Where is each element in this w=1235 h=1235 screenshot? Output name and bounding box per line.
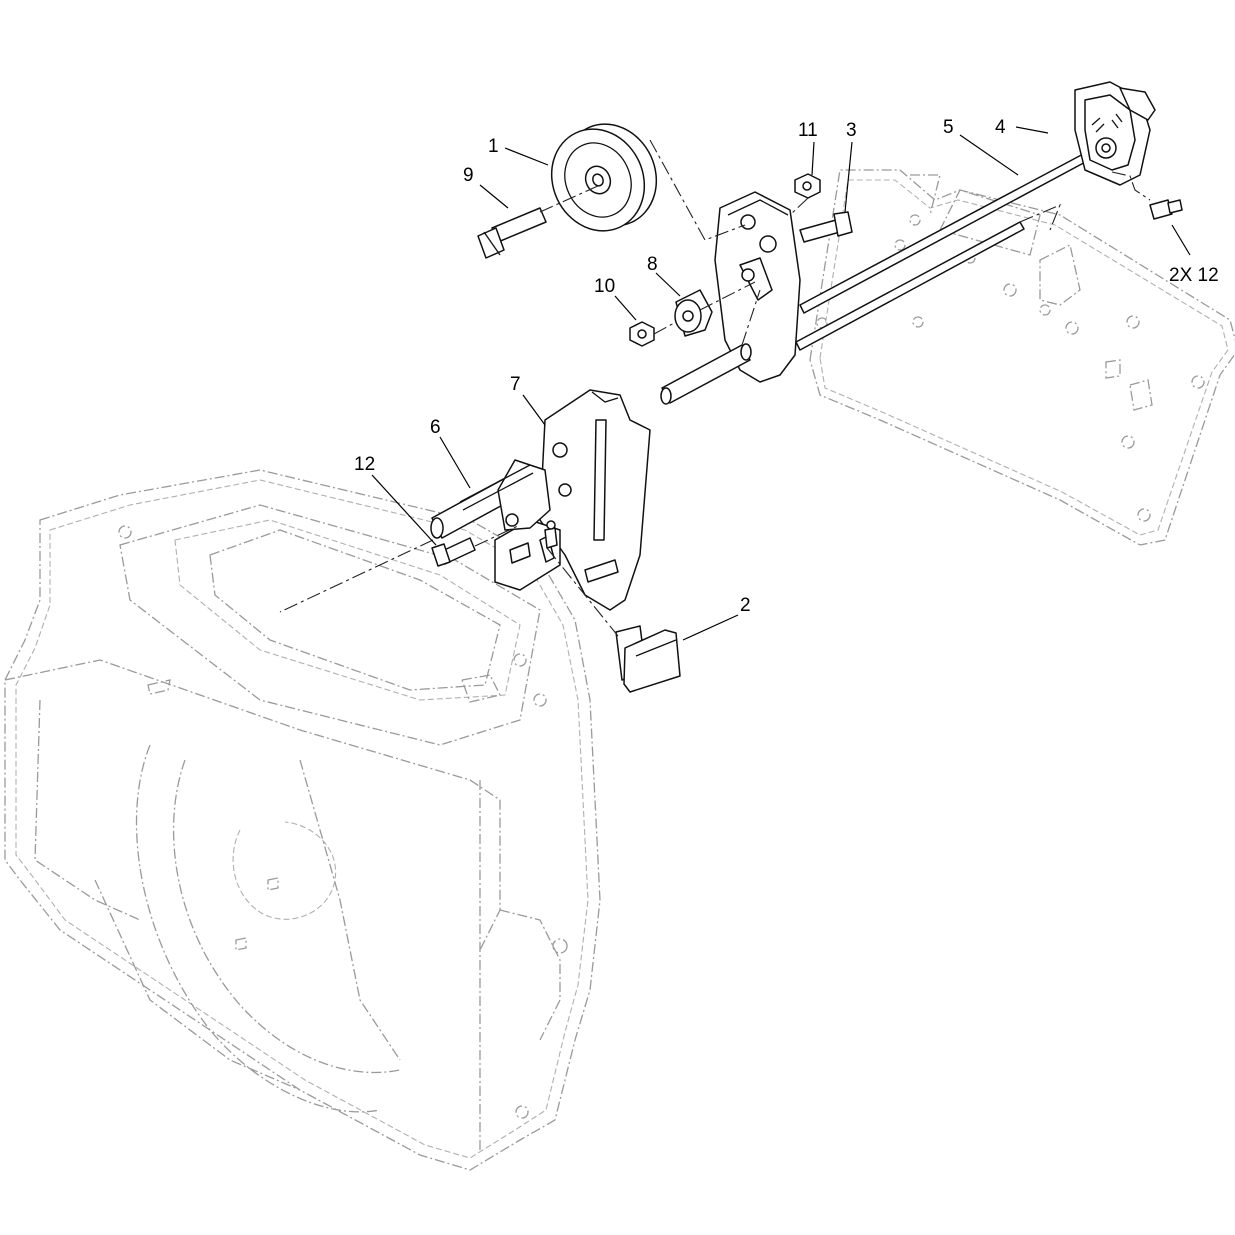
callout-7: 7 (510, 374, 521, 395)
knob-part-2 (615, 625, 681, 693)
mounting-bracket-part-4 (1074, 81, 1156, 186)
callout-5: 5 (943, 117, 954, 138)
nut-part-10 (629, 321, 655, 347)
rod-part-5 (795, 144, 1105, 351)
pulley-part-1 (550, 123, 658, 232)
callout-9: 9 (463, 165, 474, 186)
callout-8: 8 (647, 254, 658, 275)
grease-fitting (544, 520, 558, 549)
callout-1: 1 (488, 136, 499, 157)
frame-plate-ghost (809, 169, 1235, 546)
slotted-plate (494, 519, 561, 591)
bolt-part-3 (799, 211, 853, 243)
callout-10: 10 (594, 276, 615, 297)
callout-2x-12: 2X 12 (1169, 265, 1219, 286)
bushing-part-8 (674, 289, 713, 337)
bracket-part-7 (539, 389, 651, 611)
callout-3: 3 (846, 120, 857, 141)
callout-4: 4 (995, 117, 1006, 138)
idler-arm-plate (714, 191, 801, 383)
callout-labels: 1 2 3 4 5 6 7 8 9 10 11 12 2X 12 (354, 117, 1219, 616)
callout-2: 2 (740, 595, 751, 616)
bolt-part-9 (477, 207, 547, 259)
callout-6: 6 (430, 417, 441, 438)
screw-2x12 (1149, 199, 1183, 220)
assembly-phantom-lines (279, 139, 1151, 637)
callout-12: 12 (354, 454, 375, 475)
spacer-tube (660, 343, 752, 405)
nut-part-11 (794, 173, 821, 199)
bolt-part-12 (431, 537, 476, 567)
callout-11: 11 (798, 120, 818, 141)
tube-part-6 (430, 459, 551, 539)
leader-lines (371, 126, 1191, 641)
